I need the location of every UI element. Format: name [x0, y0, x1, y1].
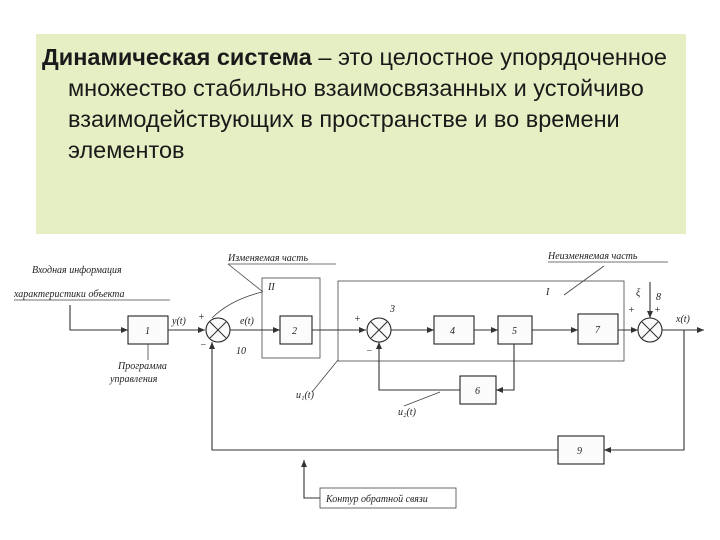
- block-9: [557, 435, 605, 465]
- e-signal-label: e(t): [240, 316, 255, 327]
- sign-plus-3: +: [354, 314, 361, 325]
- definition-dash: –: [311, 44, 338, 70]
- feedback-pointer: [301, 460, 320, 499]
- feedback-loop-label: Контур обратной связи: [325, 494, 428, 505]
- summer-10-label: 10: [236, 346, 246, 357]
- summer-3-label: 3: [389, 304, 395, 315]
- x-signal-label: x(t): [675, 314, 691, 325]
- block-6-label: 6: [475, 386, 480, 397]
- y-signal-label: y(t): [171, 316, 187, 327]
- block-7: [577, 313, 619, 345]
- definition-text: Динамическая система – это целостное упо…: [42, 42, 686, 166]
- block-1-label: 1: [145, 326, 150, 337]
- block-5: [497, 315, 533, 345]
- outer-feedback-out: [209, 342, 558, 451]
- sign-plus-8a: +: [628, 305, 635, 316]
- changeable-pointer: [227, 263, 264, 293]
- block-2-label: 2: [292, 326, 297, 337]
- u2-signal-label: u₂(t): [398, 407, 417, 418]
- xi-signal-label: ξ: [636, 288, 641, 299]
- block-5-label: 5: [512, 326, 517, 337]
- u1-pointer: [311, 359, 339, 393]
- block-7-label: 7: [595, 325, 601, 336]
- changeable-part-label: Изменяемая часть: [227, 253, 308, 264]
- inner-feedback-in: [496, 344, 515, 393]
- sign-plus-10: +: [198, 312, 205, 323]
- program-label-1: Программа: [117, 361, 167, 372]
- block-4-label: 4: [450, 326, 455, 337]
- definition-term: Динамическая система: [42, 44, 312, 70]
- summer-8-label: 8: [656, 292, 661, 303]
- u1-signal-label: u₁(t): [296, 390, 315, 401]
- unchangeable-pointer: [563, 265, 605, 296]
- definition-panel: Динамическая система – это целостное упо…: [36, 34, 686, 234]
- u2-pointer: [403, 391, 441, 407]
- sign-plus-8b: +: [654, 305, 661, 316]
- sign-minus-3: −: [366, 346, 373, 357]
- block-2: [279, 315, 313, 345]
- region-ii-label: II: [267, 282, 275, 293]
- block-4: [433, 315, 475, 345]
- unchangeable-part-label: Неизменяемая часть: [547, 251, 638, 262]
- inner-feedback-out: [376, 342, 460, 391]
- outer-feedback-in: [604, 330, 685, 453]
- input-info-label: Входная информация: [32, 265, 122, 276]
- program-label-2: управления: [109, 374, 158, 385]
- region-i-label: I: [545, 287, 550, 298]
- region-i-box: [337, 280, 625, 362]
- object-chars-label: характеристики объекта: [13, 289, 125, 300]
- block-9-label: 9: [577, 446, 582, 457]
- sign-minus-10: −: [200, 340, 207, 351]
- region-ii-connector: [211, 291, 263, 319]
- input-line: [69, 305, 128, 333]
- region-ii-box: [261, 277, 321, 359]
- definition-body: это целостное упорядоченное множество ст…: [68, 44, 667, 163]
